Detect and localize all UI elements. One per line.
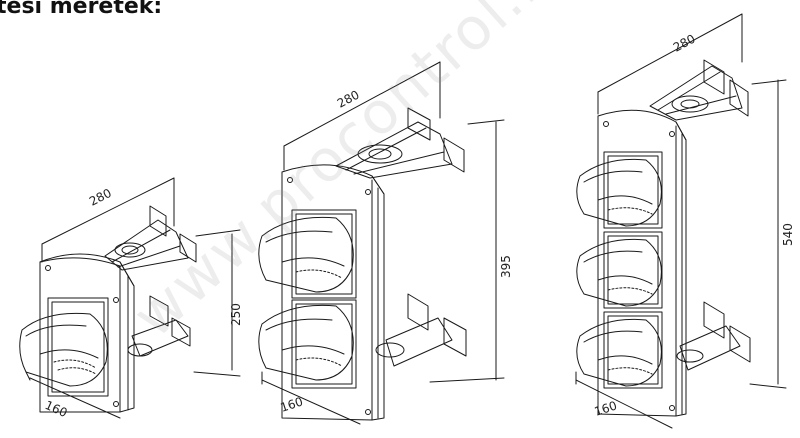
signal-1-depth-label: 280	[87, 186, 114, 209]
signal-2-width-label: 160	[279, 394, 305, 414]
signal-1-height-label: 250	[229, 303, 243, 326]
signal-1-width-label: 160	[43, 398, 70, 420]
signal-1-head	[19, 205, 197, 413]
signal-2-head	[258, 107, 467, 421]
signal-3-head	[576, 59, 751, 417]
signal-2-height-label: 395	[499, 255, 513, 278]
signal-3-dimensions	[575, 13, 787, 429]
signal-2-dimensions	[261, 61, 505, 425]
page-heading: tési méretek:	[0, 0, 163, 19]
signal-3-depth-label: 280	[671, 32, 698, 55]
signal-3-height-label: 540	[781, 223, 795, 246]
signal-1-dimensions	[25, 177, 241, 419]
signal-3-width-label: 160	[593, 398, 619, 418]
